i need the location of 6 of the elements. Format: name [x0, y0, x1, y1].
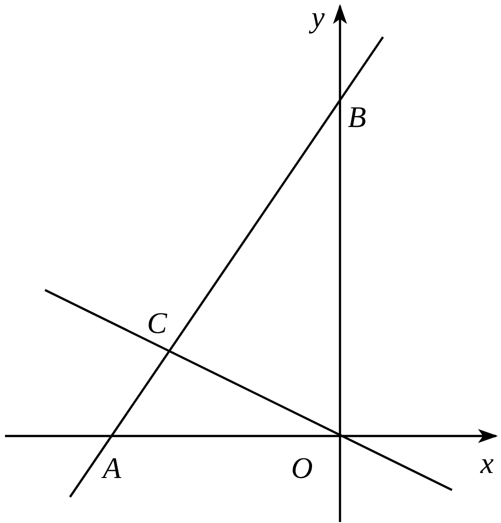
point-label: B: [348, 103, 366, 133]
point-label: A: [102, 454, 122, 484]
axis-label: x: [480, 449, 494, 479]
point-label: C: [147, 309, 167, 339]
origin-label: O: [291, 454, 313, 484]
axis-label: y: [311, 3, 325, 33]
